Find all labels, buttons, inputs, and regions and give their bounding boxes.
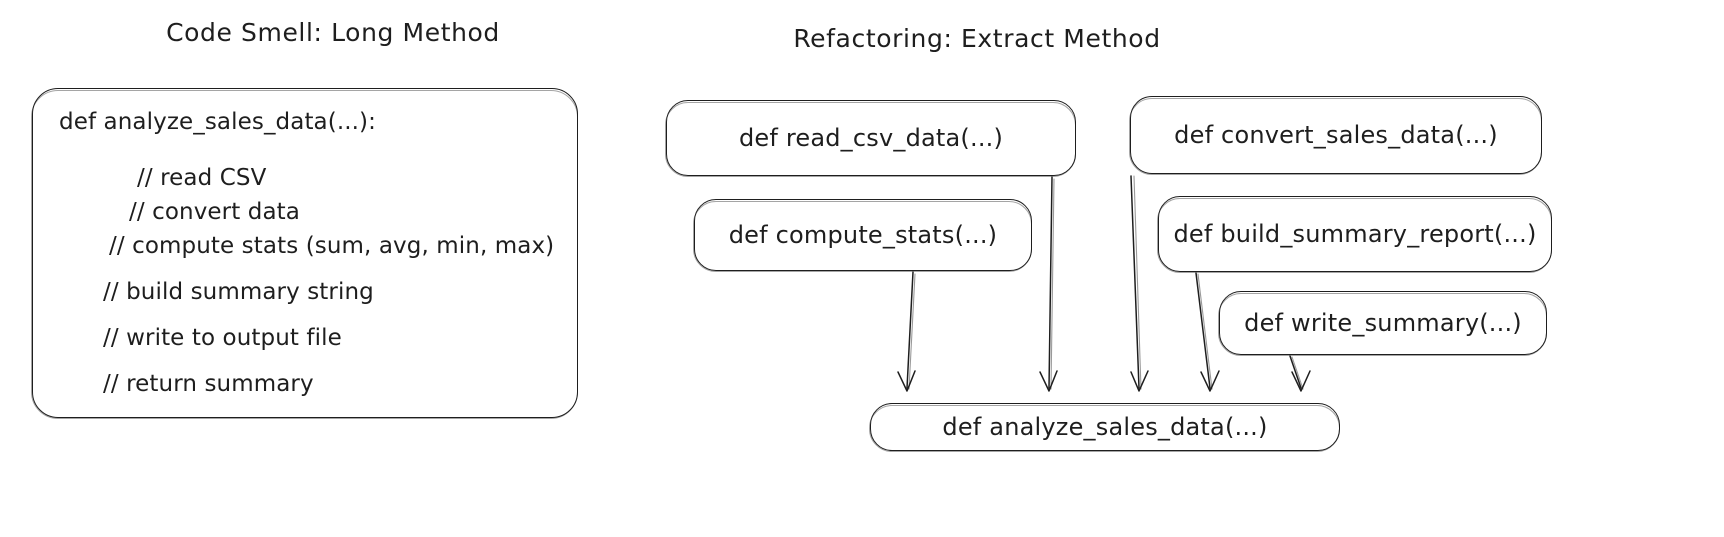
long-method-box[interactable]: def analyze_sales_data(...): // read CSV… xyxy=(31,88,578,419)
code-line-write-output: // write to output file xyxy=(103,325,342,351)
arrow-build-summary-report xyxy=(1195,272,1220,392)
method-box-label: def write_summary(...) xyxy=(1244,309,1522,337)
code-line-return-summary: // return summary xyxy=(103,371,314,397)
method-box-label: def read_csv_data(...) xyxy=(738,124,1004,152)
method-box-build-summary-report[interactable]: def build_summary_report(...) xyxy=(1157,196,1552,273)
arrow-write-summary xyxy=(1289,355,1311,392)
method-box-analyze-sales-data-target[interactable]: def analyze_sales_data(...) xyxy=(869,403,1340,452)
code-line-convert-data: // convert data xyxy=(129,199,300,225)
arrow-convert-sales-data xyxy=(1130,175,1149,392)
method-box-read-csv-data[interactable]: def read_csv_data(...) xyxy=(665,100,1076,177)
method-box-label: def compute_stats(...) xyxy=(728,221,998,249)
method-box-compute-stats[interactable]: def compute_stats(...) xyxy=(693,199,1032,272)
code-line-build-summary: // build summary string xyxy=(103,279,374,305)
code-line-compute-stats: // compute stats (sum, avg, min, max) xyxy=(109,233,555,259)
code-line-signature: def analyze_sales_data(...): xyxy=(59,109,376,135)
code-line-read-csv: // read CSV xyxy=(137,165,267,191)
right-panel-title: Refactoring: Extract Method xyxy=(793,24,1161,53)
method-box-write-summary[interactable]: def write_summary(...) xyxy=(1218,291,1547,356)
method-box-convert-sales-data[interactable]: def convert_sales_data(...) xyxy=(1129,96,1542,175)
arrow-read-csv-data xyxy=(1039,176,1058,392)
left-panel-title: Code Smell: Long Method xyxy=(166,18,500,47)
method-box-label: def build_summary_report(...) xyxy=(1173,220,1537,248)
method-box-label: def convert_sales_data(...) xyxy=(1174,121,1498,149)
method-box-label: def analyze_sales_data(...) xyxy=(942,413,1268,441)
arrow-compute-stats xyxy=(897,271,916,392)
